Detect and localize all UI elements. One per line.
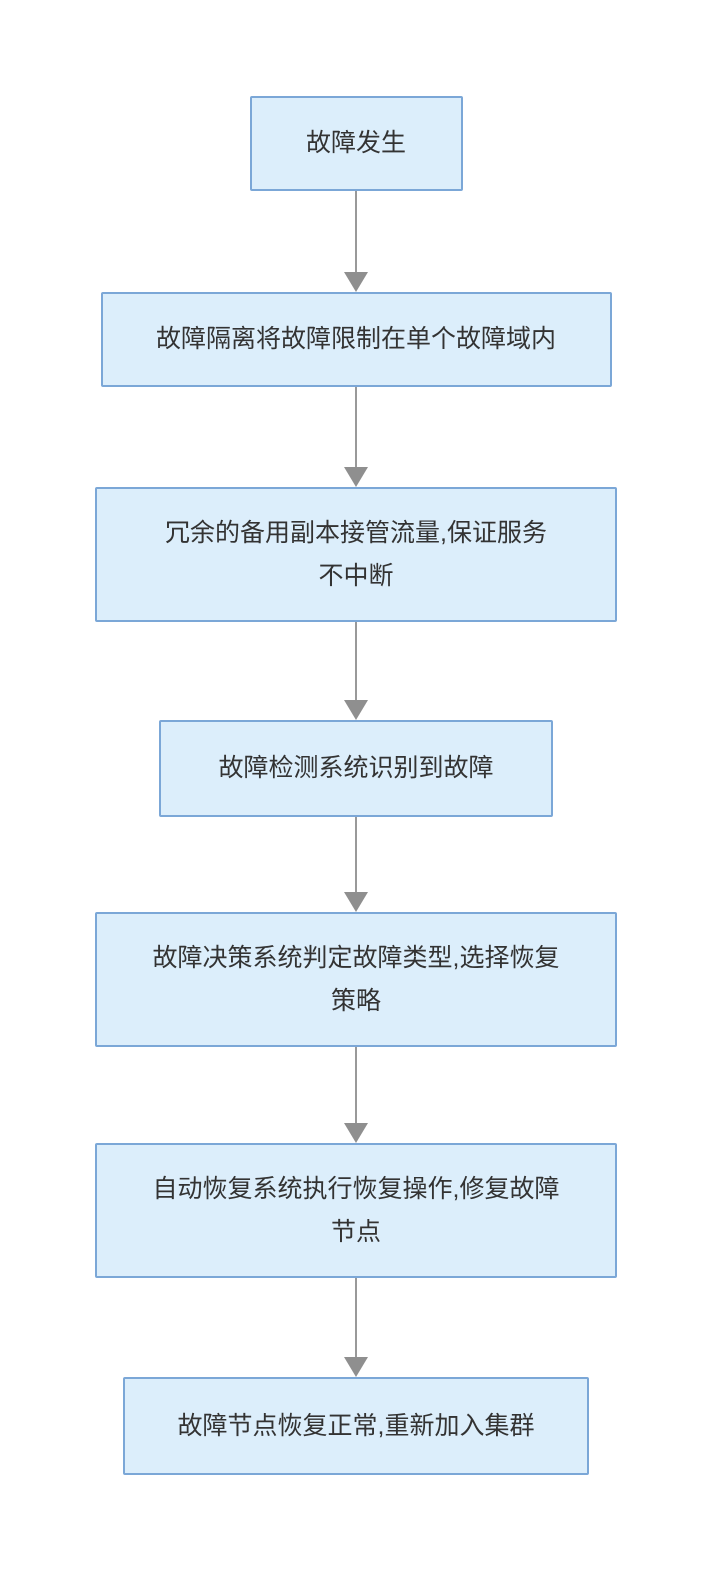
arrow-head-icon <box>344 700 368 720</box>
down-arrow <box>344 1278 368 1377</box>
arrow-head-icon <box>344 467 368 487</box>
node-label: 故障隔离将故障限制在单个故障域内 <box>155 325 556 353</box>
arrow-head-icon <box>344 272 368 292</box>
node-label: 故障发生 <box>305 129 406 157</box>
node-label: 自动恢复系统执行恢复操作,修复故障节点 <box>152 1174 560 1246</box>
node-label: 故障决策系统判定故障类型,选择恢复策略 <box>152 943 560 1015</box>
node-fault-isolation: 故障隔离将故障限制在单个故障域内 <box>100 292 612 387</box>
arrow-head-icon <box>344 1123 368 1143</box>
node-fault-detection: 故障检测系统识别到故障 <box>159 720 553 817</box>
node-label: 冗余的备用副本接管流量,保证服务不中断 <box>165 518 547 590</box>
arrow-head-icon <box>344 1357 368 1377</box>
arrow-line <box>355 817 357 894</box>
arrow-line <box>355 191 357 274</box>
node-fault-occurs: 故障发生 <box>249 96 463 191</box>
arrow-line <box>355 622 357 702</box>
down-arrow <box>344 191 368 292</box>
arrow-line <box>355 1278 357 1359</box>
node-fault-decision: 故障决策系统判定故障类型,选择恢复策略 <box>95 912 617 1047</box>
down-arrow <box>344 817 368 912</box>
node-redundant-backup-takeover: 冗余的备用副本接管流量,保证服务不中断 <box>95 487 617 622</box>
node-label: 故障节点恢复正常,重新加入集群 <box>177 1411 535 1440</box>
down-arrow <box>344 1047 368 1143</box>
down-arrow <box>344 622 368 720</box>
node-rejoin-cluster: 故障节点恢复正常,重新加入集群 <box>123 1377 589 1475</box>
node-auto-recovery: 自动恢复系统执行恢复操作,修复故障节点 <box>95 1143 617 1278</box>
arrow-line <box>355 1047 357 1125</box>
down-arrow <box>344 387 368 487</box>
arrow-line <box>355 387 357 469</box>
node-label: 故障检测系统识别到故障 <box>218 754 494 782</box>
arrow-head-icon <box>344 892 368 912</box>
